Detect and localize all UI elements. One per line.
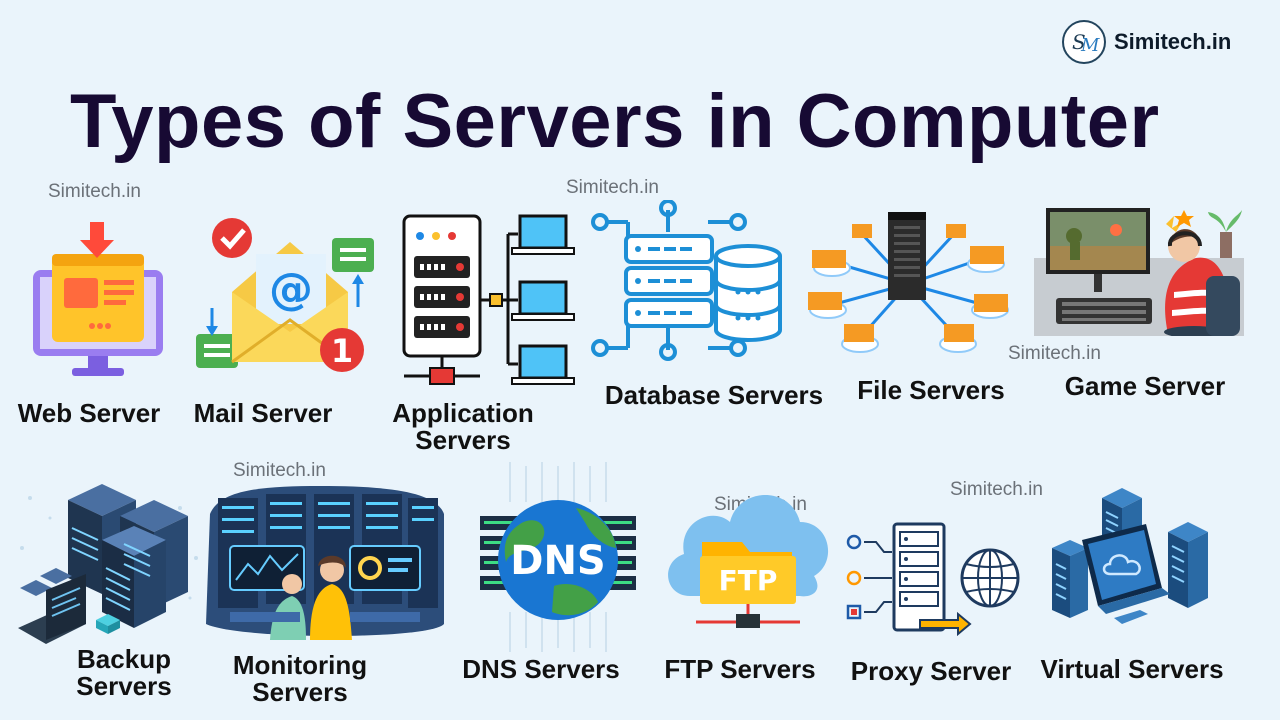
mail-server-label: Mail Server bbox=[193, 398, 333, 428]
web-server-illustration bbox=[28, 222, 168, 380]
backup-server-icon bbox=[18, 484, 198, 644]
brand: S M Simitech.in bbox=[1062, 20, 1231, 64]
game-server-icon bbox=[1034, 208, 1244, 336]
dns-text: DNS bbox=[510, 538, 606, 584]
mail-server-icon: @ 1 bbox=[196, 218, 374, 372]
ftp-text: FTP bbox=[719, 564, 778, 597]
web-server-icon bbox=[33, 222, 163, 376]
monitoring-servers-label-line1: Monitoring bbox=[232, 650, 368, 680]
application-server-illustration bbox=[400, 214, 580, 390]
file-servers-label: File Servers bbox=[857, 375, 1005, 405]
backup-servers-label: Backup Servers bbox=[62, 646, 186, 700]
virtual-servers-label: Virtual Servers bbox=[1040, 654, 1224, 684]
database-servers-label: Database Servers bbox=[604, 380, 824, 410]
application-servers-label-line2: Servers bbox=[415, 425, 511, 455]
virtual-server-icon bbox=[1052, 488, 1208, 624]
watermark-2: Simitech.in bbox=[566, 177, 659, 198]
watermark-6: Simitech.in bbox=[950, 479, 1043, 500]
virtual-server-illustration bbox=[1044, 486, 1210, 642]
application-servers-label: Application Servers bbox=[378, 400, 548, 454]
ftp-server-illustration: FTP bbox=[660, 466, 832, 634]
dns-server-icon: DNS bbox=[480, 462, 636, 652]
dns-servers-label: DNS Servers bbox=[462, 654, 620, 684]
game-server-illustration bbox=[1034, 206, 1244, 336]
database-server-icon bbox=[591, 200, 782, 361]
game-server-label: Game Server bbox=[1064, 371, 1226, 401]
ftp-servers-label: FTP Servers bbox=[664, 654, 816, 684]
database-server-illustration bbox=[588, 200, 784, 364]
backup-server-illustration bbox=[10, 478, 204, 658]
dns-server-illustration: DNS bbox=[480, 462, 636, 652]
mail-server-illustration: @ 1 bbox=[190, 212, 380, 374]
proxy-server-icon bbox=[846, 522, 1020, 636]
watermark-3: Simitech.in bbox=[1008, 343, 1101, 364]
application-servers-label-line1: Application bbox=[392, 398, 534, 428]
web-server-label: Web Server bbox=[17, 398, 161, 428]
ftp-server-icon: FTP bbox=[668, 494, 829, 628]
file-server-icon bbox=[808, 212, 1009, 353]
page-title: Types of Servers in Computer bbox=[70, 79, 1160, 164]
monitoring-servers-label-line2: Servers bbox=[252, 677, 348, 707]
file-server-illustration bbox=[798, 210, 1018, 358]
proxy-server-label: Proxy Server bbox=[850, 656, 1012, 686]
monitoring-server-illustration bbox=[200, 484, 450, 640]
monitoring-servers-label: Monitoring Servers bbox=[220, 652, 380, 706]
backup-servers-label-line1: Backup bbox=[77, 644, 171, 674]
application-server-icon bbox=[402, 214, 575, 385]
mail-at-icon: @ bbox=[269, 264, 313, 315]
watermark-1: Simitech.in bbox=[48, 181, 141, 202]
watermark-4: Simitech.in bbox=[233, 460, 326, 481]
backup-servers-label-line2: Servers bbox=[76, 671, 172, 701]
brand-name: Simitech.in bbox=[1114, 29, 1232, 54]
svg-text:S: S bbox=[1072, 30, 1086, 54]
svg-text:M: M bbox=[1080, 35, 1100, 56]
proxy-server-illustration bbox=[846, 522, 1022, 636]
monitoring-server-icon bbox=[206, 486, 444, 640]
mail-badge: 1 bbox=[331, 332, 353, 370]
brand-logo-icon: S M bbox=[1062, 20, 1106, 64]
